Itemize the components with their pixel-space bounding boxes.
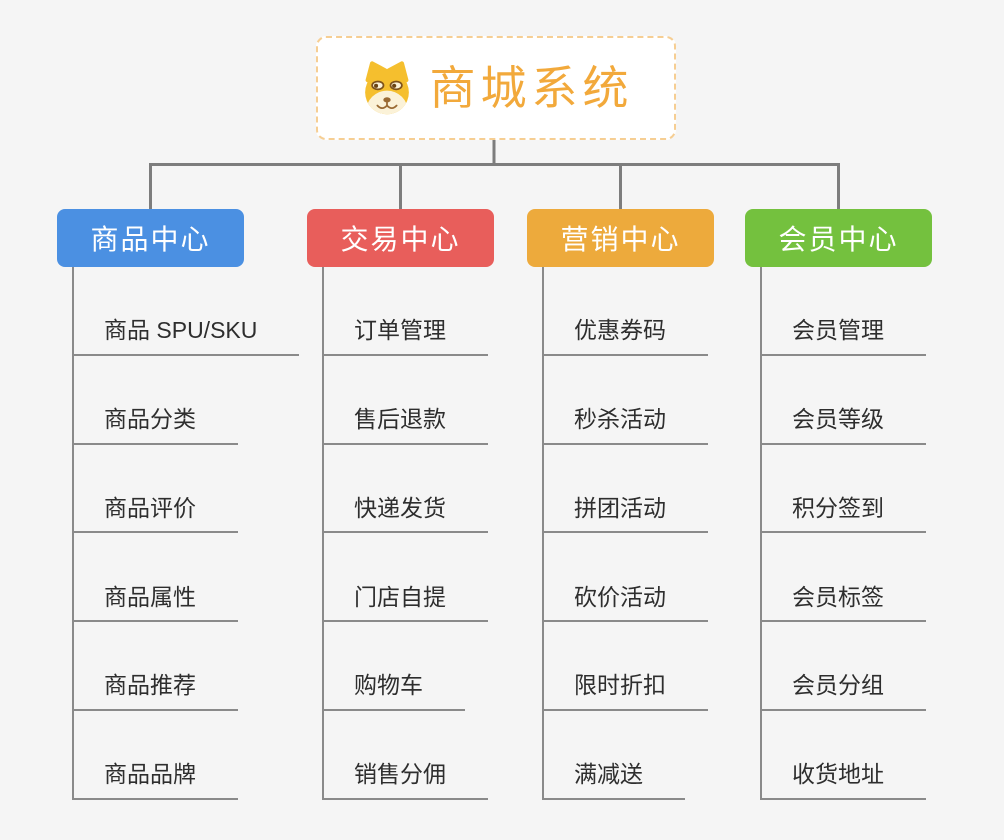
- branch-header-1[interactable]: 交易中心: [307, 209, 494, 267]
- branch-item[interactable]: 砍价活动: [544, 533, 708, 623]
- branch-item[interactable]: 售后退款: [324, 356, 488, 445]
- branch-item[interactable]: 快递发货: [324, 445, 488, 534]
- branch-header-3[interactable]: 会员中心: [745, 209, 932, 267]
- branch-item[interactable]: 限时折扣: [544, 622, 708, 711]
- branch-column-3: 会员中心 会员管理会员等级积分签到会员标签会员分组收货地址: [745, 209, 932, 800]
- branch-item-list: 会员管理会员等级积分签到会员标签会员分组收货地址: [760, 267, 926, 800]
- branch-item[interactable]: 购物车: [324, 622, 465, 711]
- branch-item[interactable]: 会员管理: [762, 267, 926, 356]
- branch-item[interactable]: 订单管理: [324, 267, 488, 356]
- branch-item[interactable]: 会员标签: [762, 533, 926, 623]
- branch-item-list: 优惠券码秒杀活动拼团活动砍价活动限时折扣满减送: [542, 267, 708, 800]
- branch-item[interactable]: 销售分佣: [324, 711, 488, 800]
- branch-item[interactable]: 秒杀活动: [544, 356, 708, 445]
- branch-column-2: 营销中心 优惠券码秒杀活动拼团活动砍价活动限时折扣满减送: [527, 209, 714, 800]
- branch-item[interactable]: 满减送: [544, 711, 685, 800]
- branch-item[interactable]: 积分签到: [762, 445, 926, 534]
- branch-column-1: 交易中心 订单管理售后退款快递发货门店自提购物车销售分佣: [307, 209, 494, 800]
- branch-item[interactable]: 商品分类: [74, 356, 238, 445]
- branch-item[interactable]: 收货地址: [762, 711, 926, 800]
- branch-item[interactable]: 商品推荐: [74, 622, 238, 711]
- root-node[interactable]: 商城系统: [316, 36, 676, 140]
- branch-item[interactable]: 会员分组: [762, 622, 926, 711]
- branch-item[interactable]: 门店自提: [324, 533, 488, 623]
- branch-item[interactable]: 商品 SPU/SKU: [74, 267, 300, 356]
- branch-item-list: 订单管理售后退款快递发货门店自提购物车销售分佣: [322, 267, 488, 800]
- branch-item[interactable]: 优惠券码: [544, 267, 708, 356]
- branch-header-0[interactable]: 商品中心: [57, 209, 244, 267]
- root-title: 商城系统: [429, 62, 634, 114]
- branch-item[interactable]: 会员等级: [762, 356, 926, 445]
- branch-item[interactable]: 商品品牌: [74, 711, 238, 800]
- doge-face-icon: [364, 61, 409, 115]
- branch-item[interactable]: 商品属性: [74, 533, 238, 623]
- branch-header-2[interactable]: 营销中心: [527, 209, 714, 267]
- branch-item[interactable]: 商品评价: [74, 445, 238, 534]
- branch-item[interactable]: 拼团活动: [544, 445, 708, 534]
